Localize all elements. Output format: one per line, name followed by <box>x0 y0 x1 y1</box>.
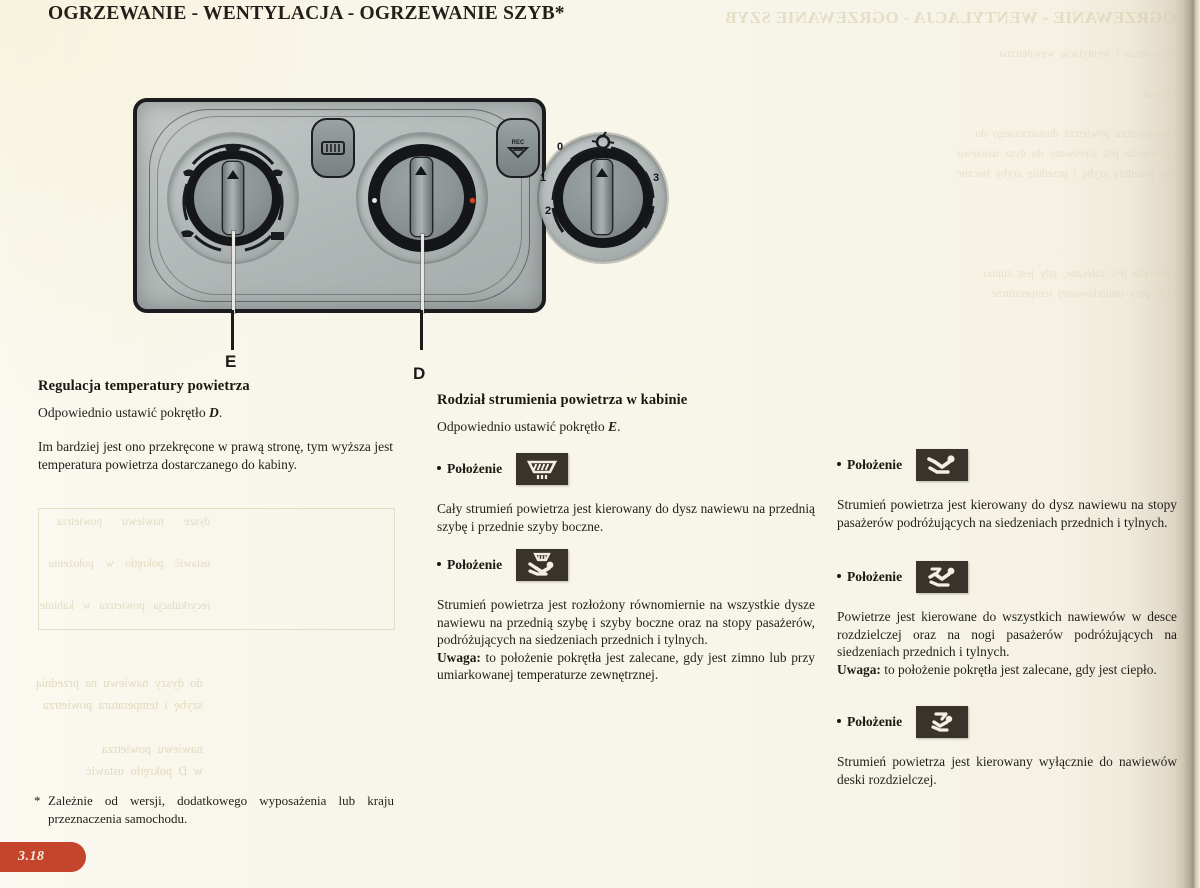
fan-knob-index-triangle <box>596 168 608 177</box>
fan-tick-2: 2 <box>545 205 552 217</box>
position-label-windshield-feet: Położenie <box>437 557 502 573</box>
right-position-1-main: Powietrze jest kierowane do wszystkich n… <box>837 609 1177 659</box>
mid-lead-suffix: . <box>617 419 621 434</box>
air-recirculation-button[interactable]: REC <box>496 118 540 178</box>
bleed-through-left-text-2: do dyszy nawiewu na przednią szybę i tem… <box>36 676 203 778</box>
fan-tick-0: 0 <box>557 141 564 153</box>
airflow-knob-icon-ring <box>181 143 284 252</box>
bleed-through-box <box>38 508 395 630</box>
mid-lead-knob: E <box>608 419 618 434</box>
position-row-dash: Położenie <box>837 705 1177 739</box>
footnote-text: Zależnie od wersji, dodatkowego wyposaże… <box>48 793 394 826</box>
fan-tick-4: 4 <box>648 205 655 217</box>
dash-and-feet-vents-icon <box>916 561 969 593</box>
bleed-through-left-text: dysze nawiewu powietrza ustawić pokrętło… <box>40 516 211 612</box>
mid-lead-prefix: Odpowiednio ustawić pokrętło <box>437 419 609 434</box>
right-position-1-note-text: to położenie pokrętła jest zalecane, gdy… <box>880 661 1157 677</box>
dash-vents-icon <box>916 706 969 738</box>
page-title: OGRZEWANIE - WENTYLACJA - OGRZEWANIE SZY… <box>48 3 565 24</box>
position-label-feet: Położenie <box>837 457 902 473</box>
left-column-lead: Odpowiednio ustawić pokrętło D. <box>38 404 393 422</box>
right-position-1-note-label: Uwaga: <box>837 661 881 677</box>
position-row-windshield: Położenie <box>437 452 815 486</box>
position-label-windshield: Położenie <box>437 461 502 477</box>
airflow-knob-index-triangle <box>227 170 239 179</box>
position-text-windshield-feet: Położenie <box>447 557 503 572</box>
middle-text-column: Rodział strumienia powietrza w kabinie O… <box>437 392 815 697</box>
rear-window-defrost-button[interactable] <box>311 118 355 178</box>
position-row-feet: Położenie <box>837 448 1177 482</box>
left-column-body: Im bardziej jest ono przekręcone w prawą… <box>38 439 393 472</box>
footnote-marker: * <box>34 793 41 808</box>
left-lead-knob: D <box>209 405 219 420</box>
middle-position-1-main: Strumień powietrza jest rozłożony równom… <box>437 597 815 647</box>
right-position-1-text: Powietrze jest kierowane do wszystkich n… <box>837 608 1177 678</box>
airflow-knob-pointer-bar[interactable] <box>223 162 243 234</box>
hvac-control-panel-figure: REC 0 1 2 3 4 <box>133 98 667 313</box>
windshield-and-feet-icon <box>516 549 569 581</box>
page-number: 3.18 <box>18 849 45 864</box>
middle-column-heading: Rodział strumienia powietrza w kabinie <box>437 392 688 408</box>
fan-tick-3: 3 <box>653 172 660 184</box>
callout-label-D: D <box>413 364 426 383</box>
right-position-0-text: Strumień powietrza jest kierowany do dys… <box>837 497 1177 530</box>
callout-label-E: E <box>225 352 237 371</box>
position-text-dash-feet: Położenie <box>847 569 903 584</box>
middle-column-lead: Odpowiednio ustawić pokrętło E. <box>437 418 815 436</box>
middle-position-1-note-label: Uwaga: <box>437 649 481 665</box>
callout-line-E <box>231 310 234 350</box>
bullet-icon <box>837 574 841 578</box>
footnote: * Zależnie od wersji, dodatkowego wyposa… <box>34 792 394 827</box>
position-text-windshield: Położenie <box>447 461 503 476</box>
position-label-dash-feet: Położenie <box>837 569 902 585</box>
page-number-tab: 3.18 <box>0 842 86 872</box>
middle-position-1-note-text: to położenie pokrętła jest zalecane, gdy… <box>437 649 815 683</box>
temperature-cold-marker <box>372 198 377 203</box>
bullet-icon <box>837 462 841 466</box>
position-text-feet: Położenie <box>847 457 903 472</box>
middle-position-0-text: Cały strumień powietrza jest kierowany d… <box>437 501 815 534</box>
callout-line-D <box>420 310 423 350</box>
feet-vents-icon <box>916 449 969 481</box>
fan-knob-pointer-bar[interactable] <box>592 160 612 234</box>
svg-text:REC: REC <box>512 140 525 146</box>
bleed-through-right-text: powietrza i wentylacja wewnętrzna Dysze … <box>956 48 1170 300</box>
temperature-hot-marker <box>470 198 475 203</box>
position-text-dash: Położenie <box>847 714 903 729</box>
temperature-knob-callout-stem <box>421 234 424 313</box>
bleed-through-title: OGRZEWANIE - WENTYLACJA - OGRZEWANIE SZY… <box>724 8 1176 27</box>
fan-tick-1: 1 <box>540 172 547 184</box>
bullet-icon <box>437 466 441 470</box>
left-lead-suffix: . <box>218 405 223 420</box>
airflow-knob-callout-stem <box>232 231 235 313</box>
position-row-dash-feet: Położenie <box>837 560 1177 594</box>
position-row-windshield-feet: Położenie <box>437 548 815 582</box>
right-text-column: Położenie Strumień powietrza jest kierow… <box>837 392 1177 801</box>
left-lead-prefix: Odpowiednio ustawić pokrętło <box>38 405 210 420</box>
left-text-column: Regulacja temperatury powietrza Odpowied… <box>38 378 393 486</box>
temperature-knob-pointer-bar[interactable] <box>411 158 432 236</box>
position-label-dash: Położenie <box>837 714 902 730</box>
rear-defrost-icon <box>321 141 345 155</box>
middle-position-1-text: Strumień powietrza jest rozłożony równom… <box>437 596 815 684</box>
bullet-icon <box>437 562 441 566</box>
page-spine-shadow <box>1174 0 1200 888</box>
bullet-icon <box>837 719 841 723</box>
right-position-2-text: Strumień powietrza jest kierowany wyłącz… <box>837 754 1177 787</box>
fan-knob-scale <box>551 131 655 233</box>
recirculation-icon: REC <box>506 140 530 159</box>
left-column-heading: Regulacja temperatury powietrza <box>38 378 250 394</box>
windshield-defrost-icon <box>516 453 569 485</box>
temperature-knob-index-triangle <box>415 166 427 175</box>
